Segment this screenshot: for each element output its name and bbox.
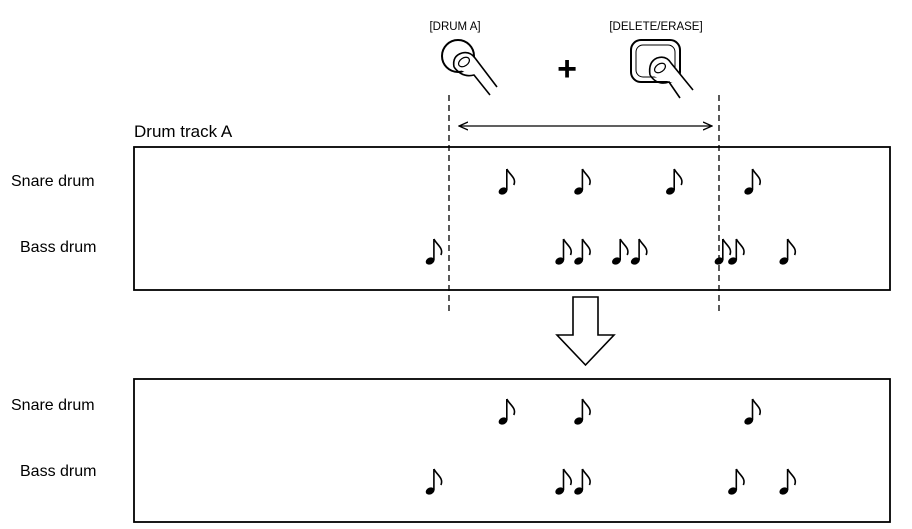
eighth-note bbox=[574, 468, 591, 495]
finger-icon bbox=[648, 56, 694, 99]
eighth-note bbox=[728, 238, 745, 265]
eighth-note bbox=[555, 468, 572, 495]
eighth-note bbox=[779, 468, 797, 495]
track-box-after bbox=[133, 378, 891, 523]
eighth-note bbox=[498, 398, 516, 425]
drum-a-button[interactable] bbox=[441, 39, 498, 96]
drum-a-button-label: [DRUM A] bbox=[429, 21, 480, 33]
track-title: Drum track A bbox=[134, 122, 233, 141]
eighth-note bbox=[574, 168, 591, 195]
eighth-note bbox=[611, 238, 629, 265]
eighth-note bbox=[728, 468, 745, 495]
row-label-snare-after: Snare drum bbox=[11, 397, 95, 414]
eighth-note bbox=[744, 398, 761, 425]
delete-erase-button[interactable] bbox=[630, 39, 694, 99]
plus-sign: + bbox=[557, 50, 577, 88]
eighth-note bbox=[425, 238, 443, 265]
down-arrow-icon bbox=[555, 296, 616, 367]
eighth-note bbox=[665, 168, 683, 195]
row-label-snare-before: Snare drum bbox=[11, 173, 95, 190]
notes-before bbox=[425, 168, 797, 265]
eighth-note bbox=[630, 238, 648, 265]
eighth-note bbox=[425, 468, 443, 495]
delete-erase-button-label: [DELETE/ERASE] bbox=[609, 21, 702, 33]
track-box-before bbox=[133, 146, 891, 291]
eighth-note bbox=[574, 398, 591, 425]
eighth-note bbox=[498, 168, 516, 195]
eighth-note bbox=[744, 168, 761, 195]
eighth-note bbox=[779, 238, 797, 265]
notes-after bbox=[425, 398, 797, 495]
eighth-note bbox=[574, 238, 591, 265]
eighth-note bbox=[555, 238, 572, 265]
row-label-bass-after: Bass drum bbox=[20, 463, 96, 480]
eighth-note bbox=[714, 238, 732, 265]
row-label-bass-before: Bass drum bbox=[20, 239, 96, 256]
finger-icon bbox=[452, 51, 498, 96]
